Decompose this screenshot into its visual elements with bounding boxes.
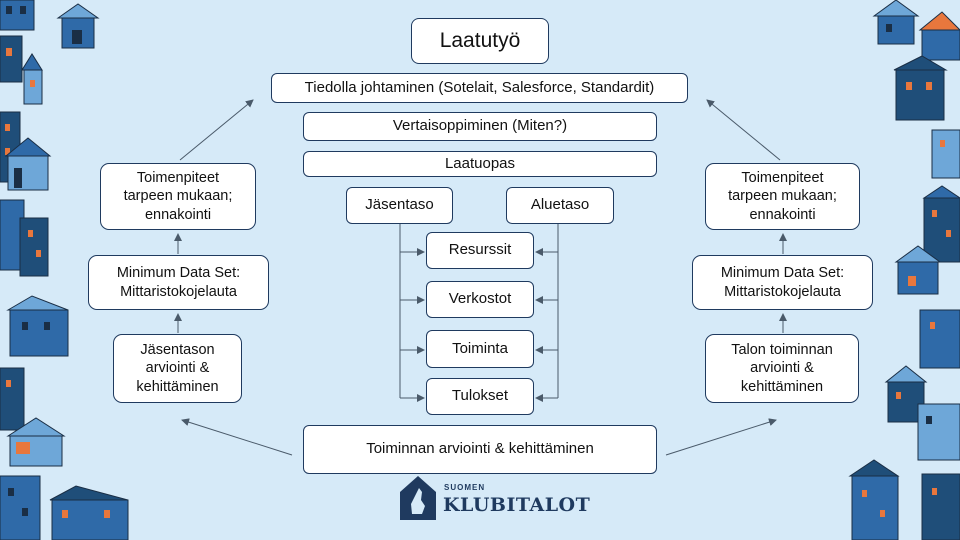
item-box: Toiminta [426,330,534,368]
house-icon [919,309,960,369]
logo-small-text: SUOMEN [444,483,486,492]
title-box: Laatutyö [411,18,549,64]
house-icon [4,137,52,191]
logo-big-text: KLUBITALOT [443,494,591,516]
house-icon [872,0,920,45]
left-houses-decoration [0,0,129,540]
house-icon [884,365,928,423]
klubitalot-logo: SUOMEN KLUBITALOT [398,474,590,524]
arrow-left-up [179,99,254,161]
house-icon [931,129,960,179]
level2-box: Vertaisoppiminen (Miten?) [303,112,657,141]
house-icon [848,459,900,540]
right-cycle-middle-box: Minimum Data Set: Mittaristokojelauta [692,255,873,310]
right-cycle-top-box: Toimenpiteet tarpeen mukaan; ennakointi [705,163,860,230]
house-icon [917,403,960,461]
level1-box: Tiedolla johtaminen (Sotelait, Salesforc… [271,73,688,103]
house-icon [49,485,129,540]
item-box: Tulokset [426,378,534,415]
left-cycle-top-box: Toimenpiteet tarpeen mukaan; ennakointi [100,163,256,230]
house-icon [21,53,43,105]
house-finland-map-icon [400,476,436,520]
left-cycle-bottom-box: Jäsentason arviointi & kehittäminen [113,334,242,403]
right-cycle-bottom-box: Talon toiminnan arviointi & kehittäminen [705,334,859,403]
level3-box: Laatuopas [303,151,657,177]
house-icon [0,475,41,540]
house-icon [0,0,35,31]
item-box: Verkostot [426,281,534,318]
item-box: Resurssit [426,232,534,269]
house-icon [6,417,66,467]
house-icon [893,55,948,121]
branch-connectors [399,224,559,402]
bottom-box: Toiminnan arviointi & kehittäminen [303,425,657,474]
house-icon [0,367,25,431]
house-icon [6,295,69,357]
house-icon [918,11,960,61]
house-icon [0,35,23,83]
left-cycle-middle-box: Minimum Data Set: Mittaristokojelauta [88,255,269,310]
arrow-right-up [706,99,781,161]
branch-right-box: Aluetaso [506,187,614,224]
arrow-bottom-right [665,418,777,456]
branch-left-box: Jäsentaso [346,187,453,224]
house-icon [56,3,100,49]
house-icon [922,185,960,263]
house-icon [921,473,960,540]
house-icon [894,245,942,295]
right-houses-decoration [848,0,960,540]
house-icon [0,199,49,277]
arrow-bottom-left [181,418,293,456]
